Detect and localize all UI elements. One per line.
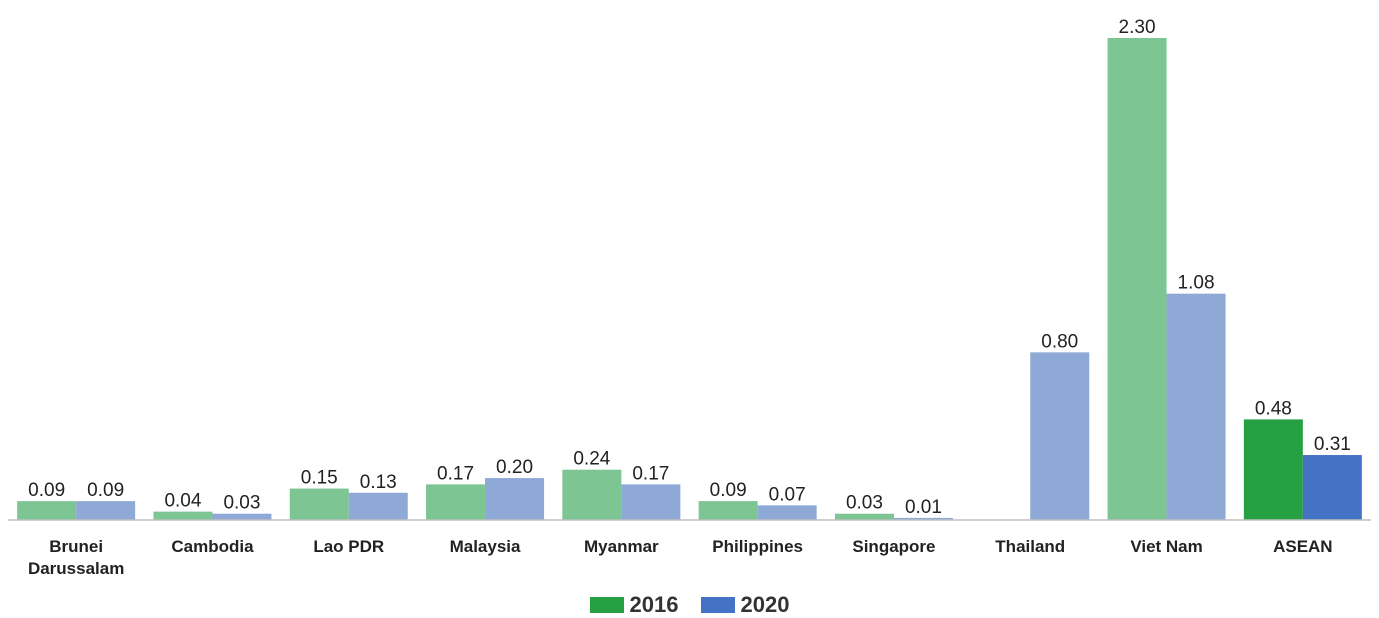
- bar-2016-myanmar: [562, 469, 622, 520]
- value-label-2016-cambodia: 0.04: [164, 491, 201, 512]
- category-label-philippines: Philippines: [712, 537, 803, 556]
- category-label-thailand: Thailand: [995, 537, 1065, 556]
- value-label-2020-malaysia: 0.20: [496, 457, 533, 478]
- legend: 2016 2020: [0, 592, 1379, 618]
- value-label-2020-lao-pdr: 0.13: [360, 472, 397, 493]
- value-label-2020-brunei-darussalam: 0.09: [87, 480, 124, 501]
- value-label-2020-thailand: 0.80: [1041, 331, 1078, 352]
- legend-swatch-2016: [589, 597, 624, 613]
- bar-2020-thailand: [1030, 352, 1090, 520]
- category-label-viet-nam: Viet Nam: [1130, 537, 1202, 556]
- category-label-asean: ASEAN: [1273, 537, 1333, 556]
- bar-2016-singapore: [834, 513, 894, 520]
- bar-2016-brunei-darussalam: [17, 501, 77, 520]
- bar-2016-malaysia: [426, 484, 486, 520]
- value-label-2016-brunei-darussalam: 0.09: [28, 480, 65, 501]
- bar-2016-philippines: [698, 501, 758, 520]
- value-label-2016-philippines: 0.09: [710, 480, 747, 501]
- bar-2020-malaysia: [485, 478, 545, 520]
- bar-2020-lao-pdr: [348, 492, 408, 520]
- legend-label-2016: 2016: [629, 592, 679, 617]
- value-label-2020-asean: 0.31: [1314, 434, 1351, 455]
- value-label-2016-lao-pdr: 0.15: [301, 468, 338, 489]
- value-label-2016-viet-nam: 2.30: [1119, 17, 1156, 38]
- value-label-2020-cambodia: 0.03: [223, 493, 260, 514]
- category-label-cambodia: Cambodia: [171, 537, 254, 556]
- value-label-2020-viet-nam: 1.08: [1178, 273, 1215, 294]
- bar-2016-cambodia: [153, 511, 213, 520]
- value-label-2016-singapore: 0.03: [846, 493, 883, 514]
- category-label-lao-pdr: Lao PDR: [313, 537, 384, 556]
- bar-2020-cambodia: [212, 513, 272, 520]
- category-label-singapore: Singapore: [852, 537, 935, 556]
- legend-swatch-2020: [700, 597, 735, 613]
- value-label-2016-asean: 0.48: [1255, 398, 1292, 419]
- value-label-2020-singapore: 0.01: [905, 497, 942, 518]
- legend-item-2016: 2016: [589, 592, 679, 618]
- legend-item-2020: 2020: [700, 592, 790, 618]
- value-label-2016-myanmar: 0.24: [573, 449, 610, 470]
- bar-2016-viet-nam: [1107, 38, 1167, 520]
- bar-2016-lao-pdr: [289, 488, 349, 520]
- legend-label-2020: 2020: [740, 592, 790, 617]
- category-label-myanmar: Myanmar: [584, 537, 659, 556]
- bar-2020-viet-nam: [1166, 293, 1226, 520]
- bar-2020-philippines: [757, 505, 817, 520]
- bar-2020-asean: [1302, 455, 1362, 520]
- bar-2020-myanmar: [621, 484, 681, 520]
- category-label-brunei-darussalam-line2: Darussalam: [28, 559, 124, 578]
- bar-2020-brunei-darussalam: [76, 501, 136, 520]
- bar-2016-asean: [1243, 419, 1303, 520]
- value-label-2020-myanmar: 0.17: [632, 463, 669, 484]
- category-label-malaysia: Malaysia: [450, 537, 521, 556]
- value-label-2016-malaysia: 0.17: [437, 463, 474, 484]
- value-label-2020-philippines: 0.07: [769, 484, 806, 505]
- bar-2020-singapore: [893, 517, 953, 520]
- category-label-brunei-darussalam-line1: Brunei: [49, 537, 103, 556]
